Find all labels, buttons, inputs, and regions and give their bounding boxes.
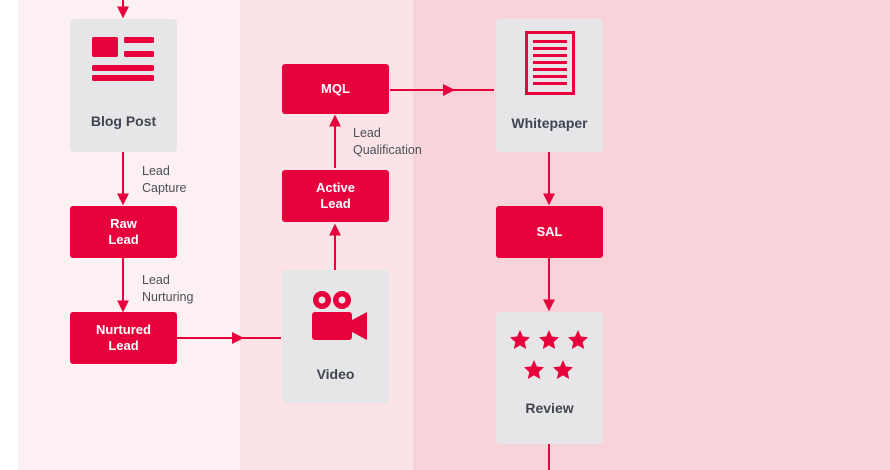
card-label-video: Video bbox=[316, 366, 355, 382]
background-band-left-margin bbox=[0, 0, 18, 470]
stage-nurtured-lead: Nurtured Lead bbox=[70, 312, 177, 364]
card-whitepaper: Whitepaper bbox=[496, 19, 603, 152]
stage-mql: MQL bbox=[282, 64, 389, 114]
note-lead-nurturing: Lead Nurturing bbox=[142, 273, 194, 304]
arrowhead-to-video bbox=[232, 332, 244, 344]
stage-raw-lead: Raw Lead bbox=[70, 206, 177, 258]
five-stars-icon bbox=[510, 330, 588, 379]
document-icon bbox=[525, 31, 575, 95]
card-video: Video bbox=[282, 270, 389, 403]
blog-post-icon bbox=[92, 37, 154, 81]
background-band-3 bbox=[413, 0, 890, 470]
card-blog-post: Blog Post bbox=[70, 19, 177, 152]
video-camera-icon bbox=[312, 291, 367, 340]
card-label-blog-post: Blog Post bbox=[90, 113, 157, 129]
card-label-whitepaper: Whitepaper bbox=[511, 115, 588, 131]
note-lead-capture: Lead Capture bbox=[142, 164, 187, 195]
stage-sal: SAL bbox=[496, 206, 603, 258]
card-review: Review bbox=[496, 312, 603, 444]
card-label-review: Review bbox=[525, 400, 574, 416]
note-lead-qualification: Lead Qualification bbox=[353, 126, 422, 157]
stage-active-lead: Active Lead bbox=[282, 170, 389, 222]
arrowhead-to-whitepaper bbox=[443, 84, 455, 96]
